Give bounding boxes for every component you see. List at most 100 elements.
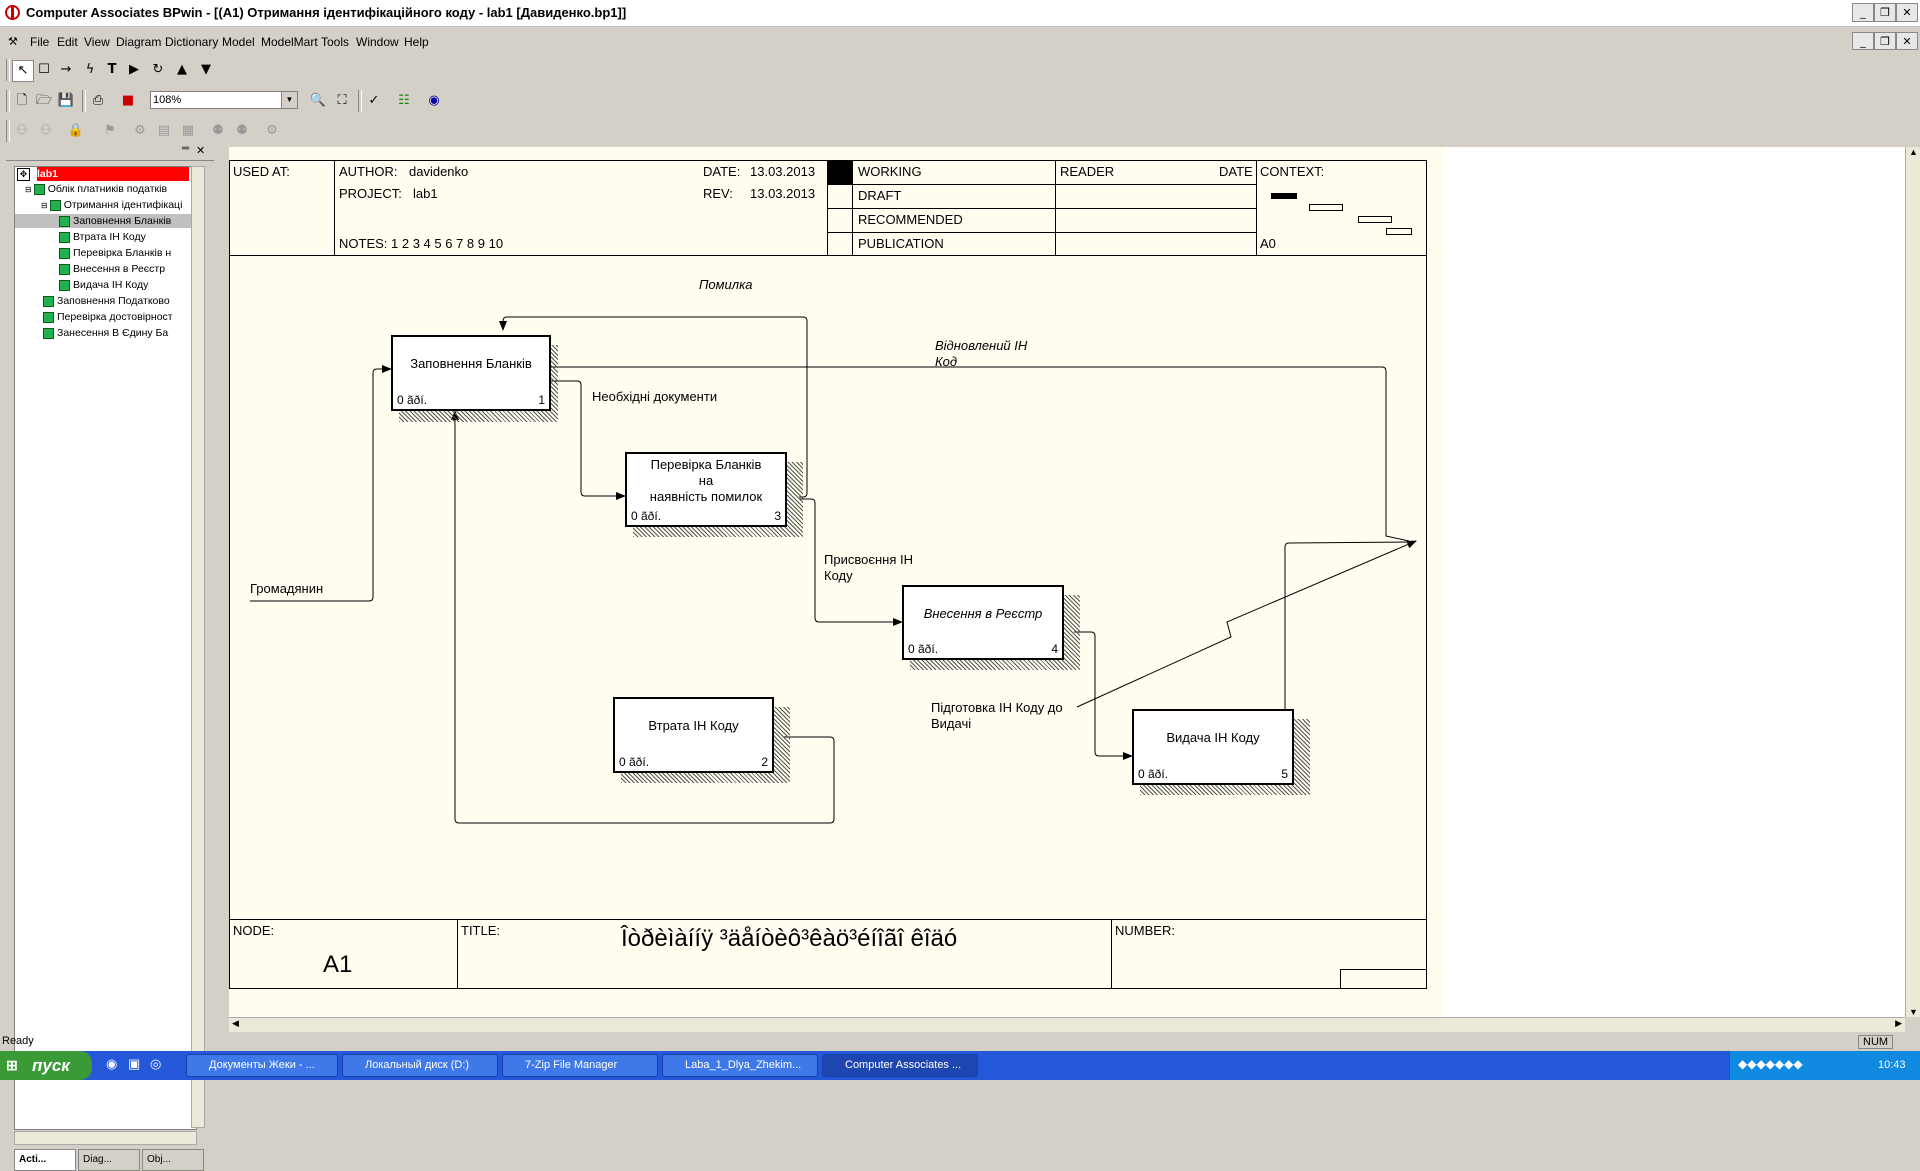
new-file-icon[interactable]: 🗋 <box>16 93 28 108</box>
clock[interactable]: 10:43 <box>1878 1059 1906 1071</box>
activity-number: 1 <box>538 393 545 407</box>
activity-box-1[interactable]: Заповнення Бланків 0 ãðí. 1 <box>391 335 551 411</box>
doc-close-button[interactable]: ✕ <box>1896 32 1918 50</box>
color-palette-icon[interactable]: ■ <box>121 93 135 108</box>
canvas-horizontal-scrollbar[interactable]: ◀ ▶ <box>229 1017 1905 1032</box>
tree-root-lab1[interactable]: lab1 <box>37 167 189 181</box>
header-row-line <box>827 232 1256 233</box>
activity-name: Втрата ІН Коду <box>648 718 739 733</box>
tree-item-4[interactable]: Перевірка Бланків н <box>59 246 171 260</box>
tree-item-8[interactable]: Перевірка достовірност <box>43 310 173 324</box>
tab-activities[interactable]: Acti... <box>14 1149 76 1171</box>
save-icon[interactable]: 💾 <box>57 93 75 108</box>
restore-button[interactable]: ❐ <box>1874 3 1896 22</box>
menu-help[interactable]: Help <box>404 35 429 49</box>
tree-item-3[interactable]: Втрата ІН Коду <box>59 230 146 244</box>
label-pomylka[interactable]: Помилка <box>699 277 753 292</box>
zoom-value: 108% <box>153 94 182 106</box>
rotate-icon[interactable]: ↻ <box>152 62 164 77</box>
tab-objects[interactable]: Obj... <box>142 1149 204 1171</box>
menu-view[interactable]: View <box>84 35 110 49</box>
taskbar-item-bpwin[interactable]: Computer Associates ... <box>822 1054 978 1077</box>
status-working: WORKING <box>858 164 922 179</box>
browser-quicklaunch-icon[interactable]: ◉ <box>106 1056 118 1071</box>
scroll-right-icon[interactable]: ▶ <box>1895 1018 1902 1028</box>
menu-diagram[interactable]: Diagram <box>116 35 162 49</box>
tree-item-6[interactable]: Видача ІН Коду <box>59 278 148 292</box>
activity-box-4[interactable]: Внесення в Реєстр 0 ãðí. 4 <box>902 585 1064 660</box>
label-pidhotovka[interactable]: Підготовка ІН Коду до Видачі <box>931 700 1063 731</box>
tree-horizontal-scrollbar[interactable] <box>14 1131 197 1145</box>
panel-pin-icon[interactable]: ═ <box>182 143 190 154</box>
label-prysvoennia[interactable]: Присвоєння ІН Коду <box>824 552 913 583</box>
scroll-left-icon[interactable]: ◀ <box>232 1018 239 1028</box>
play-icon[interactable]: ▶ <box>129 62 139 77</box>
windows-logo-icon: ⊞ <box>6 1057 18 1073</box>
tree-item-label: Заповнення Податково <box>57 295 170 307</box>
footer-divider <box>457 919 458 989</box>
minimize-button[interactable]: _ <box>1852 3 1874 22</box>
menu-modelmart[interactable]: ModelMart <box>261 35 318 49</box>
disk-quicklaunch-icon[interactable]: ▣ <box>128 1056 141 1071</box>
zoom-fit-icon[interactable]: ⛶ <box>337 93 347 108</box>
menu-model[interactable]: Model <box>222 35 255 49</box>
label-hromadianyn[interactable]: Громадянин <box>250 581 324 596</box>
doc-minimize-button[interactable]: _ <box>1852 32 1874 50</box>
precedence-arrow-tool-icon[interactable]: → <box>60 62 72 77</box>
activity-cost: 0 ãðí. <box>908 642 939 656</box>
activity-box-3[interactable]: Перевірка Бланків на наявність помилок 0… <box>625 452 787 527</box>
taskbar-item-laba[interactable]: Laba_1_Dlya_Zhekim... <box>662 1054 818 1077</box>
tree-item-9[interactable]: Занесення В Єдину Ба <box>43 326 168 340</box>
zoom-in-icon[interactable]: 🔍 <box>309 93 327 108</box>
open-folder-icon[interactable]: 🗁 <box>35 93 53 108</box>
navigator-icon[interactable]: ◉ <box>428 93 440 108</box>
text-tool-icon[interactable]: T <box>107 62 117 77</box>
status-recommended: RECOMMENDED <box>858 212 963 227</box>
menu-dictionary[interactable]: Dictionary <box>165 35 219 49</box>
chevron-down-icon[interactable]: ▼ <box>281 92 297 108</box>
print-icon[interactable]: ⎙ <box>92 93 104 108</box>
tray-icons[interactable]: ◆◆◆◆◆◆◆ <box>1738 1057 1803 1071</box>
taskbar-item-7zip[interactable]: 7-Zip File Manager <box>502 1054 658 1077</box>
menu-window[interactable]: Window <box>356 35 399 49</box>
footer-frame <box>229 919 1427 989</box>
label-neobkhidni-dokumenty[interactable]: Необхідні документи <box>592 389 718 404</box>
taskbar-item-documents[interactable]: Документы Жеки - ... <box>186 1054 338 1077</box>
browser2-quicklaunch-icon[interactable]: ◎ <box>150 1056 162 1071</box>
activity-box-2[interactable]: Втрата ІН Коду 0 ãðí. 2 <box>613 697 774 773</box>
activity-icon <box>49 199 61 211</box>
menu-tools[interactable]: Tools <box>321 35 350 49</box>
menu-file[interactable]: File <box>30 35 50 49</box>
taskbar-item-local-disk[interactable]: Локальный диск (D:) <box>342 1054 498 1077</box>
doc-restore-button[interactable]: ❐ <box>1874 32 1896 50</box>
activity-cost: 0 ãðí. <box>631 509 662 523</box>
close-icon[interactable]: ✕ <box>196 145 206 157</box>
scroll-down-icon[interactable]: ▼ <box>1909 1007 1918 1017</box>
canvas-vertical-scrollbar[interactable]: ▲ ▼ <box>1905 147 1920 1017</box>
start-button[interactable]: ⊞ пуск <box>0 1051 92 1080</box>
document-menu-icon[interactable]: ⚒ <box>8 36 18 48</box>
pointer-tool-icon[interactable]: ↖ <box>12 60 34 82</box>
activity-box-5[interactable]: Видача ІН Коду 0 ãðí. 5 <box>1132 709 1294 785</box>
menu-edit[interactable]: Edit <box>57 35 78 49</box>
up-triangle-icon[interactable]: ▲ <box>177 62 187 77</box>
scroll-up-icon[interactable]: ▲ <box>1909 147 1918 157</box>
spell-check-icon[interactable]: ✓ <box>368 93 380 108</box>
activity-box-tool-icon[interactable]: ☐ <box>38 62 50 77</box>
down-triangle-icon[interactable]: ▼ <box>201 62 211 77</box>
zoom-select[interactable]: 108% ▼ <box>150 91 298 109</box>
window-title: Computer Associates BPwin - [(A1) Отрима… <box>26 5 627 20</box>
tree-item-5[interactable]: Внесення в Реєстр <box>59 262 165 276</box>
tree-item-7[interactable]: Заповнення Податково <box>43 294 170 308</box>
squiggle-tool-icon[interactable]: ϟ <box>85 62 95 77</box>
tree-vertical-scrollbar[interactable] <box>191 166 205 1128</box>
tree-item-1[interactable]: ⊟Отримання ідентифікаці <box>41 199 183 211</box>
tree-item-0[interactable]: ⊟Облік платників податків <box>25 183 168 195</box>
close-button[interactable]: ✕ <box>1896 3 1918 22</box>
model-explorer-panel: ✕ ═ ✥ lab1 ⊟Облік платників податків ⊟От… <box>6 143 214 1171</box>
tab-diagrams[interactable]: Diag... <box>78 1149 140 1171</box>
diagram-canvas[interactable]: USED AT: AUTHOR: davidenko PROJECT: lab1… <box>229 147 1905 1017</box>
label-vidnovleny-kod[interactable]: Відновлений ІН Код <box>935 338 1028 369</box>
tree-item-2[interactable]: Заповнення Бланків <box>15 214 195 228</box>
model-explorer-icon[interactable]: ☷ <box>398 93 410 108</box>
